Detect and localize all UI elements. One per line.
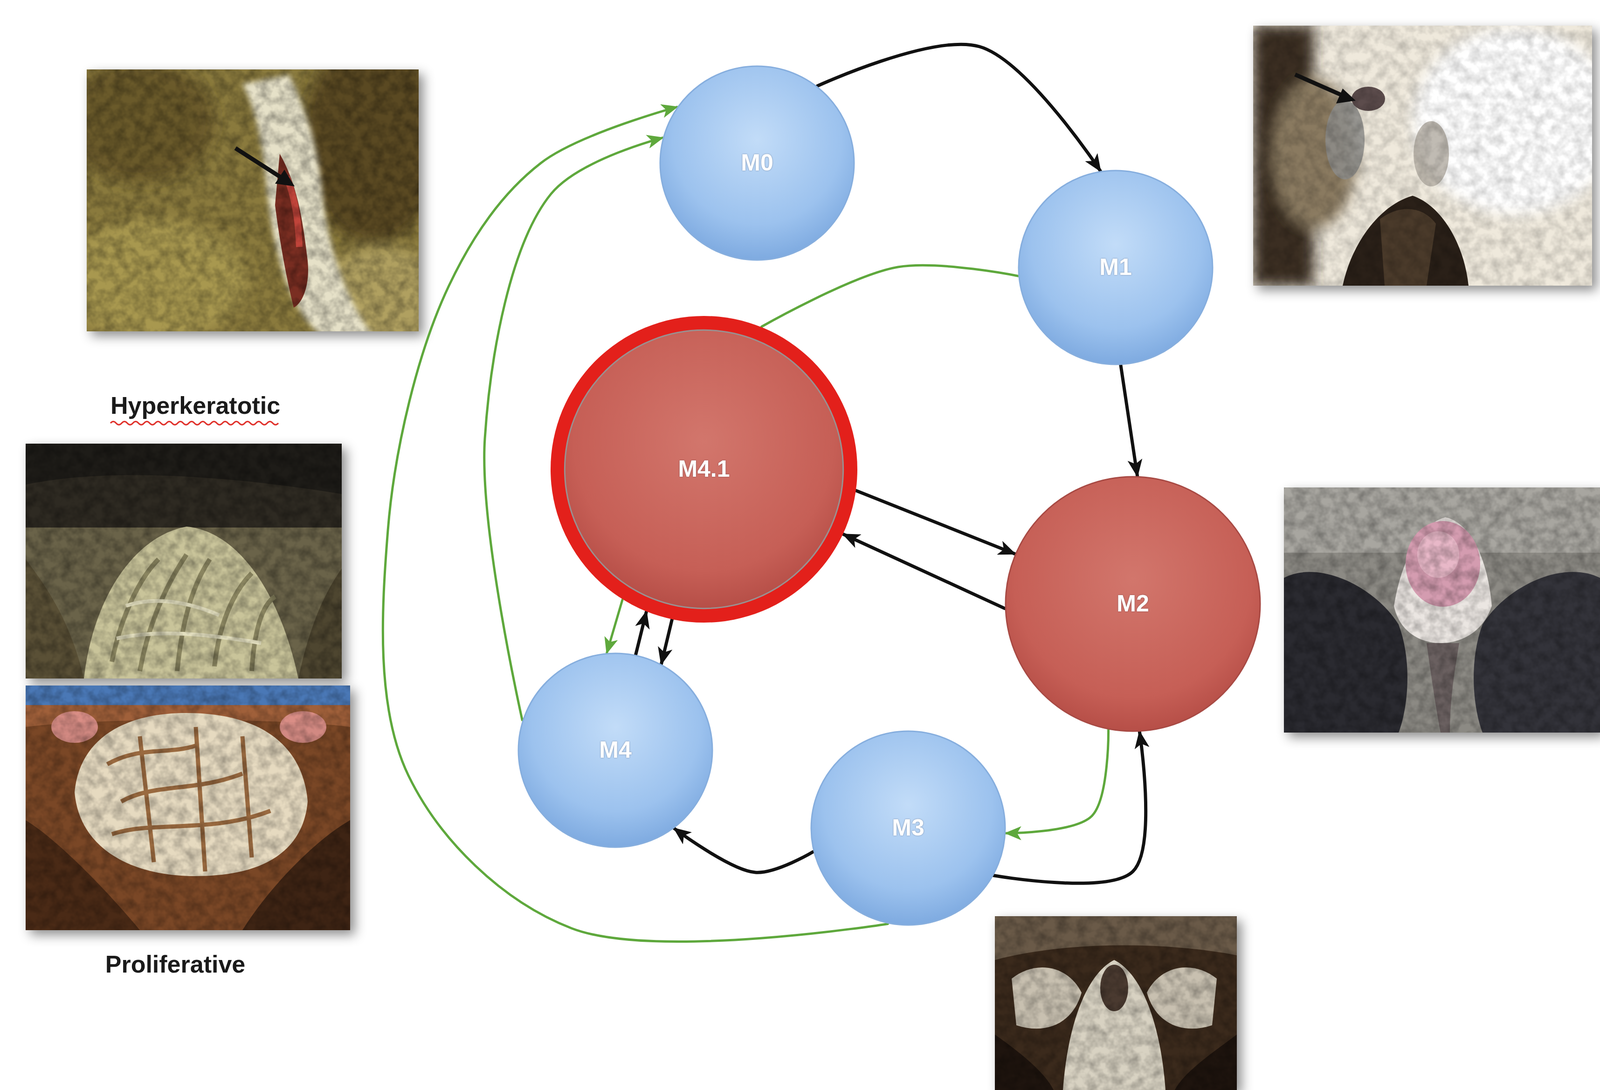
stage-label: M0 <box>740 149 773 177</box>
circle-fill <box>1005 476 1261 732</box>
circle-fill <box>1018 170 1213 365</box>
transition-arrow <box>606 600 623 654</box>
transition-arrow <box>635 612 647 656</box>
circle-fill <box>518 653 713 848</box>
transition-arrow <box>1006 730 1109 834</box>
lesion-photo <box>25 443 342 679</box>
lesion-photo <box>25 685 351 931</box>
transition-arrow <box>1120 365 1138 476</box>
stage-circle: M2 <box>1004 475 1262 733</box>
stage-circle: M1 <box>1017 169 1214 366</box>
transition-arrow <box>993 732 1146 884</box>
stage-label: M3 <box>891 814 925 842</box>
lesion-type-label: Hyperkeratotic <box>110 392 281 421</box>
lesion-photo <box>1253 25 1600 286</box>
lesion-photo <box>60 37 448 350</box>
spellcheck-underline <box>110 421 279 426</box>
circle-fill <box>660 66 855 261</box>
transition-arrow <box>817 44 1101 171</box>
stage-circle: M4 <box>517 652 714 849</box>
lesion-type-label: Proliferative <box>105 951 246 980</box>
transition-arrow <box>761 265 1019 327</box>
transition-arrow <box>843 534 1005 609</box>
transition-arrow <box>661 620 673 665</box>
lesion-photo <box>994 916 1237 1090</box>
stage-label: M4.1 <box>677 455 730 483</box>
transition-arrow <box>856 490 1015 555</box>
stage-circle: M4.1 <box>550 315 858 624</box>
lesion-photo <box>1283 487 1600 733</box>
stage-circle: M0 <box>659 65 856 262</box>
stage-label: M4 <box>599 737 632 765</box>
circle-fill <box>811 731 1006 926</box>
circle-fill <box>564 330 843 609</box>
stage-circle: M3 <box>810 730 1007 927</box>
stage-label: M2 <box>1116 590 1149 618</box>
stage-label: M1 <box>1099 254 1132 282</box>
ring-outline <box>550 316 858 623</box>
transition-arrow <box>674 828 814 873</box>
